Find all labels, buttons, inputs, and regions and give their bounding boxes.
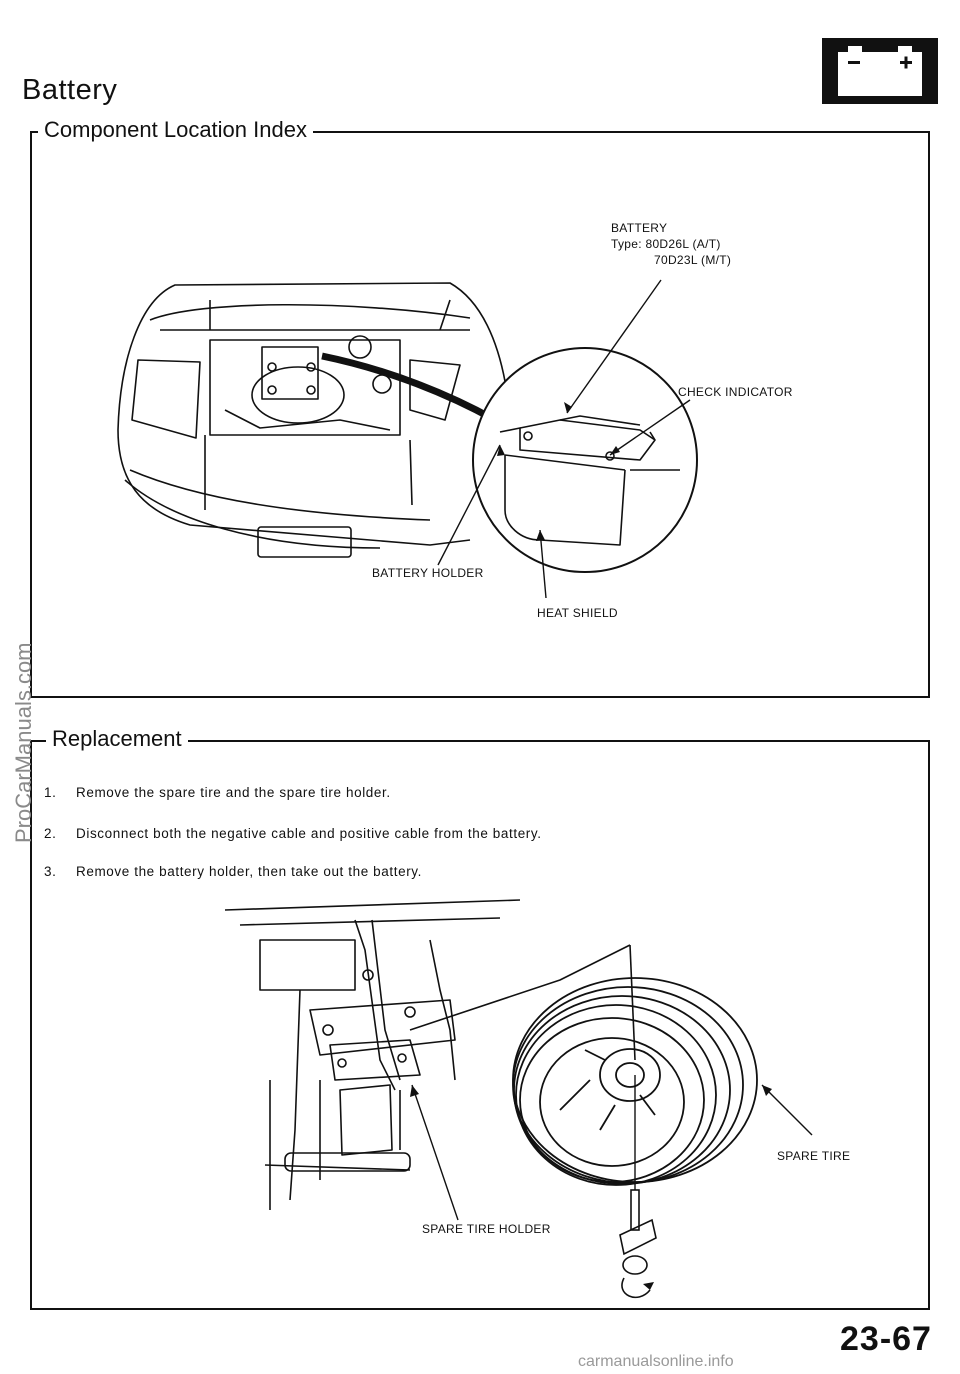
section-heading-replacement: Replacement	[46, 726, 188, 752]
spare-tire-label: SPARE TIRE	[777, 1149, 851, 1163]
section-frame-top	[30, 131, 930, 133]
battery-icon	[822, 38, 938, 104]
watermark-side: ProCarManuals.com	[11, 642, 36, 843]
battery-holder-label: BATTERY HOLDER	[372, 566, 484, 580]
watermark-bottom: carmanualsonline.info	[578, 1353, 734, 1370]
spare-tire-holder-label: SPARE TIRE HOLDER	[422, 1222, 551, 1236]
battery-callout-line1: BATTERY	[611, 221, 668, 235]
battery-callout-line2: Type: 80D26L (A/T)	[611, 237, 721, 251]
battery-callout-line3: 70D23L (M/T)	[654, 253, 732, 267]
page-title: Battery	[22, 74, 118, 106]
list-item: 3.Remove the battery holder, then take o…	[44, 864, 422, 879]
list-item: 2.Disconnect both the negative cable and…	[44, 826, 542, 841]
page-number: 23-67	[840, 1320, 932, 1358]
battery-callout: BATTERY Type: 80D26L (A/T) 70D23L (M/T)	[611, 220, 731, 268]
check-indicator-label: CHECK INDICATOR	[678, 385, 793, 399]
spare-tire-illustration	[224, 899, 813, 1299]
battery-icon-glyph	[838, 46, 922, 96]
list-item: 1.Remove the spare tire and the spare ti…	[44, 785, 391, 800]
replacement-steps: 1.Remove the spare tire and the spare ti…	[44, 785, 542, 879]
section-heading-location: Component Location Index	[38, 117, 313, 143]
replacement-section-frame	[30, 740, 930, 1310]
location-section-frame	[30, 131, 930, 698]
heat-shield-label: HEAT SHIELD	[537, 606, 618, 620]
section-frame-top	[30, 740, 930, 742]
engine-bay-illustration	[117, 279, 698, 599]
